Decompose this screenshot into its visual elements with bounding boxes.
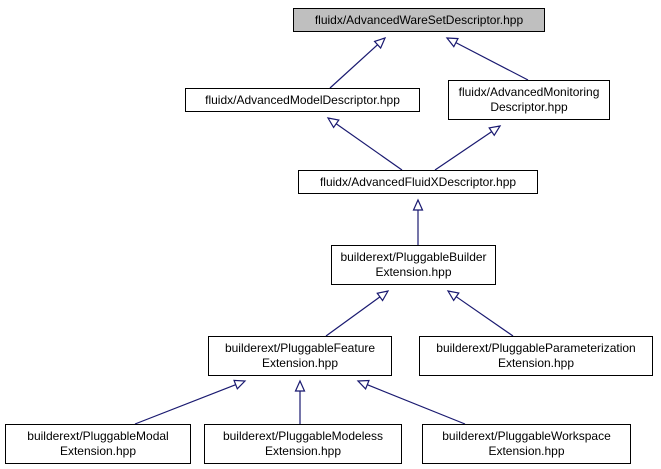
node-label-line: Extension.hpp bbox=[375, 265, 452, 279]
node-label-line: builderext/PluggableModeless bbox=[222, 429, 384, 443]
node-label-line: fluidx/AdvancedFluidXDescriptor.hpp bbox=[319, 174, 517, 189]
node-label-line: builderext/PluggableParameterization bbox=[436, 341, 636, 355]
edge-line bbox=[455, 42, 529, 81]
node-advanced-fluidx-descriptor[interactable]: fluidx/AdvancedFluidXDescriptor.hpp bbox=[298, 170, 538, 194]
node-pluggable-feature-extension[interactable]: builderext/PluggableFeature Extension.hp… bbox=[208, 336, 392, 376]
node-pluggable-modeless-extension[interactable]: builderext/PluggableModeless Extension.h… bbox=[204, 424, 402, 464]
edge-line bbox=[325, 296, 381, 337]
node-label-line: Extension.hpp bbox=[261, 356, 339, 370]
node-label-line: fluidx/AdvancedWareSetDescriptor.hpp bbox=[314, 12, 524, 27]
node-advanced-monitoring-descriptor[interactable]: fluidx/AdvancedMonitoring Descriptor.hpp bbox=[448, 80, 610, 120]
node-pluggable-builder-extension[interactable]: builderext/PluggableBuilder Extension.hp… bbox=[331, 245, 496, 285]
edge-line bbox=[367, 384, 466, 425]
edge-line bbox=[455, 296, 514, 337]
edge-arrowhead bbox=[356, 379, 370, 390]
edge-arrowhead bbox=[446, 290, 460, 302]
node-label-line: Extension.hpp bbox=[488, 444, 565, 458]
edge-arrowhead bbox=[326, 117, 340, 129]
node-label-line: fluidx/AdvancedModelDescriptor.hpp bbox=[205, 92, 400, 107]
edge-arrowhead bbox=[412, 198, 424, 211]
edge-arrowhead bbox=[445, 37, 459, 48]
edge-line bbox=[134, 384, 236, 425]
node-label-line: builderext/PluggableBuilder bbox=[340, 250, 487, 264]
node-label-line: builderext/PluggableWorkspace bbox=[442, 429, 611, 443]
node-label-line: Extension.hpp bbox=[497, 356, 575, 370]
edge-line bbox=[434, 131, 493, 171]
node-pluggable-modal-extension[interactable]: builderext/PluggableModal Extension.hpp bbox=[5, 424, 191, 464]
node-label-line: Extension.hpp bbox=[264, 444, 342, 458]
edge-arrowhead bbox=[373, 37, 387, 50]
edge-arrowhead bbox=[233, 379, 247, 390]
node-pluggable-parameterization-extension[interactable]: builderext/PluggableParameterization Ext… bbox=[419, 336, 653, 376]
node-pluggable-workspace-extension[interactable]: builderext/PluggableWorkspace Extension.… bbox=[422, 424, 631, 464]
edge-arrowhead bbox=[488, 125, 502, 137]
node-label-line: fluidx/AdvancedMonitoring bbox=[458, 85, 600, 99]
node-label-line: builderext/PluggableModal bbox=[27, 429, 169, 443]
node-advanced-wareset-descriptor: fluidx/AdvancedWareSetDescriptor.hpp bbox=[293, 8, 545, 32]
edge-line bbox=[329, 44, 379, 89]
edge-arrowhead bbox=[294, 379, 306, 392]
node-advanced-model-descriptor[interactable]: fluidx/AdvancedModelDescriptor.hpp bbox=[185, 88, 420, 112]
node-label-line: Descriptor.hpp bbox=[490, 100, 568, 114]
edge-arrowhead bbox=[376, 290, 390, 302]
node-label-line: Extension.hpp bbox=[59, 444, 137, 458]
node-label-line: builderext/PluggableFeature bbox=[224, 341, 376, 355]
edge-line bbox=[335, 123, 403, 171]
